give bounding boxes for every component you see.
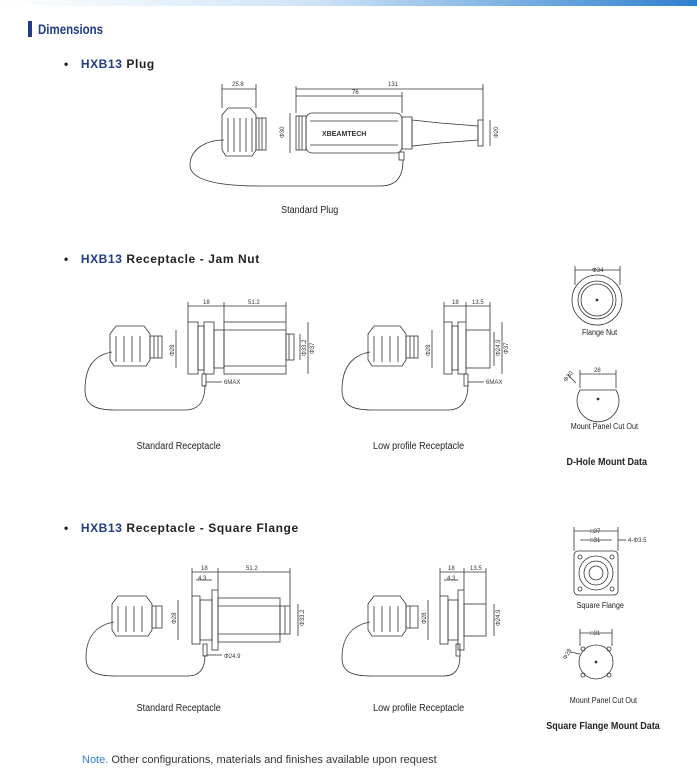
caption-dhole-group: D-Hole Mount Data: [566, 457, 647, 468]
dim-plug-3: 131: [388, 82, 399, 88]
dim-sq-flange-2: □31: [590, 538, 601, 544]
dim-plug-4: Φ30: [280, 126, 286, 138]
dim-sq-low-2: 4.3: [447, 576, 456, 582]
dim-sq-std-4: Φ28: [172, 612, 178, 624]
dim-jam-std-4: Φ33.2: [302, 339, 308, 356]
note-text: Other configurations, materials and fini…: [108, 754, 437, 766]
caption-sq-standard: Standard Receptacle: [136, 703, 221, 714]
flange-nut-drawing: [571, 266, 623, 326]
title-text: Dimensions: [38, 21, 104, 37]
page-title: Dimensions: [28, 20, 117, 38]
dim-plug-5: Φ20: [494, 126, 500, 138]
dim-sq-low-1: 18: [448, 566, 455, 572]
dim-sq-cut-2: Φ28: [563, 648, 574, 661]
dim-jam-low-2: 13.5: [472, 300, 484, 306]
dim-sq-std-1: 18: [201, 566, 208, 572]
section-heading-plug: •HXB13 Plug: [64, 57, 155, 71]
note-label: Note.: [82, 754, 109, 766]
caption-jam-lowprofile: Low profile Receptacle: [373, 441, 465, 452]
square-lowprofile-drawing: [341, 568, 495, 677]
dim-jam-low-6: 6MAX: [486, 380, 502, 386]
dim-sq-cut-1: □31: [590, 631, 601, 637]
dim-sq-std-3: 51.2: [246, 566, 258, 572]
section-heading-jamnut: •HXB13 Receptacle - Jam Nut: [64, 252, 260, 266]
dim-sq-std-6: Φ24.9: [224, 654, 241, 660]
top-accent-bar: [0, 0, 697, 6]
dim-sq-std-5: Φ33.2: [300, 609, 306, 626]
dim-cutout-d-2: Φ30: [563, 370, 575, 383]
dim-jam-std-6: 6MAX: [224, 380, 240, 386]
dim-jam-std-1: 18: [203, 300, 210, 306]
dim-sq-low-4: Φ28: [422, 612, 428, 624]
square-flange-drawing: [573, 527, 626, 596]
jamnut-lowprofile-drawing: [341, 302, 503, 411]
footnote: Note. Other configurations, materials an…: [82, 754, 437, 766]
dim-flange-nut: Φ34: [592, 268, 604, 274]
plug-brand-label: XBEAMTECH: [322, 131, 366, 138]
dim-sq-low-5: Φ24.9: [496, 609, 502, 626]
caption-square-flange: Square Flange: [576, 601, 624, 610]
title-marker: [28, 21, 32, 37]
caption-flange-nut: Flange Nut: [581, 328, 618, 337]
dhole-cutout-drawing: [567, 370, 620, 423]
caption-dhole-cutout: Mount Panel Cut Out: [570, 422, 638, 431]
jamnut-standard-drawing: [84, 302, 309, 411]
plug-drawing: [189, 84, 491, 187]
caption-standard-plug: Standard Plug: [281, 205, 339, 216]
dim-jam-std-2: 51.2: [248, 300, 260, 306]
dim-sq-flange-1: □37: [590, 529, 601, 535]
dim-jam-low-1: 18: [452, 300, 459, 306]
dim-jam-std-3: Φ28: [170, 344, 176, 356]
dim-jam-low-3: Φ28: [426, 344, 432, 356]
dim-sq-flange-3: 4-Φ3.5: [628, 538, 647, 544]
caption-jam-standard: Standard Receptacle: [136, 441, 221, 452]
dim-jam-low-5: Φ37: [504, 342, 510, 354]
square-cutout-drawing: [569, 629, 614, 680]
dim-plug-1: 25.8: [232, 82, 244, 88]
caption-sq-cutout: Mount Panel Cut Out: [569, 696, 637, 705]
square-standard-drawing: [85, 568, 299, 677]
dim-sq-std-2: 4.3: [198, 576, 207, 582]
dim-cutout-d-1: 28: [594, 368, 601, 374]
caption-square-group: Square Flange Mount Data: [546, 721, 660, 732]
dim-plug-2: 76: [352, 90, 359, 96]
dim-jam-std-5: Φ37: [310, 342, 316, 354]
section-heading-square: •HXB13 Receptacle - Square Flange: [64, 521, 299, 535]
dim-jam-low-4: Φ24.9: [496, 339, 502, 356]
dim-sq-low-3: 13.5: [470, 566, 482, 572]
caption-sq-lowprofile: Low profile Receptacle: [373, 703, 465, 714]
